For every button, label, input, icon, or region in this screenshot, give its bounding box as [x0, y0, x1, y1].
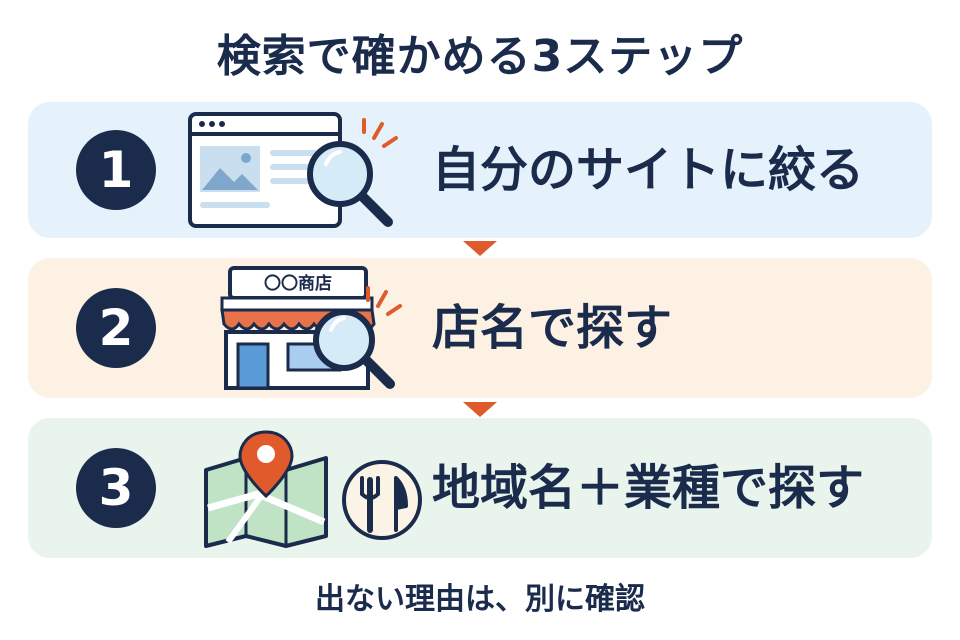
fork-knife-icon: [342, 460, 422, 540]
step-1-label: 自分のサイトに絞る: [432, 142, 865, 198]
step-2-card: 2 〇〇商店 店名で探す: [28, 258, 932, 398]
shop-search-icon: 〇〇商店: [220, 266, 402, 390]
step-2-label: 店名で探す: [432, 300, 673, 356]
shop-sign-text: 〇〇商店: [264, 273, 332, 294]
step-2-number: 2: [76, 288, 156, 368]
step-3-card: 3 地域名＋業種で探す: [28, 418, 932, 558]
step-3-number: 3: [76, 448, 156, 528]
step-3-label: 地域名＋業種で探す: [432, 460, 865, 516]
website-search-icon: [188, 112, 398, 228]
step-1-number: 1: [76, 130, 156, 210]
footer-note: 出ない理由は、別に確認: [315, 582, 645, 617]
page-title: 検索で確かめる3ステップ: [216, 31, 744, 82]
down-arrow-icon: [463, 241, 497, 256]
down-arrow-icon: [463, 402, 497, 417]
map-pin-icon: [204, 430, 422, 548]
step-1-card: 1 自分のサイトに絞る: [28, 102, 932, 238]
